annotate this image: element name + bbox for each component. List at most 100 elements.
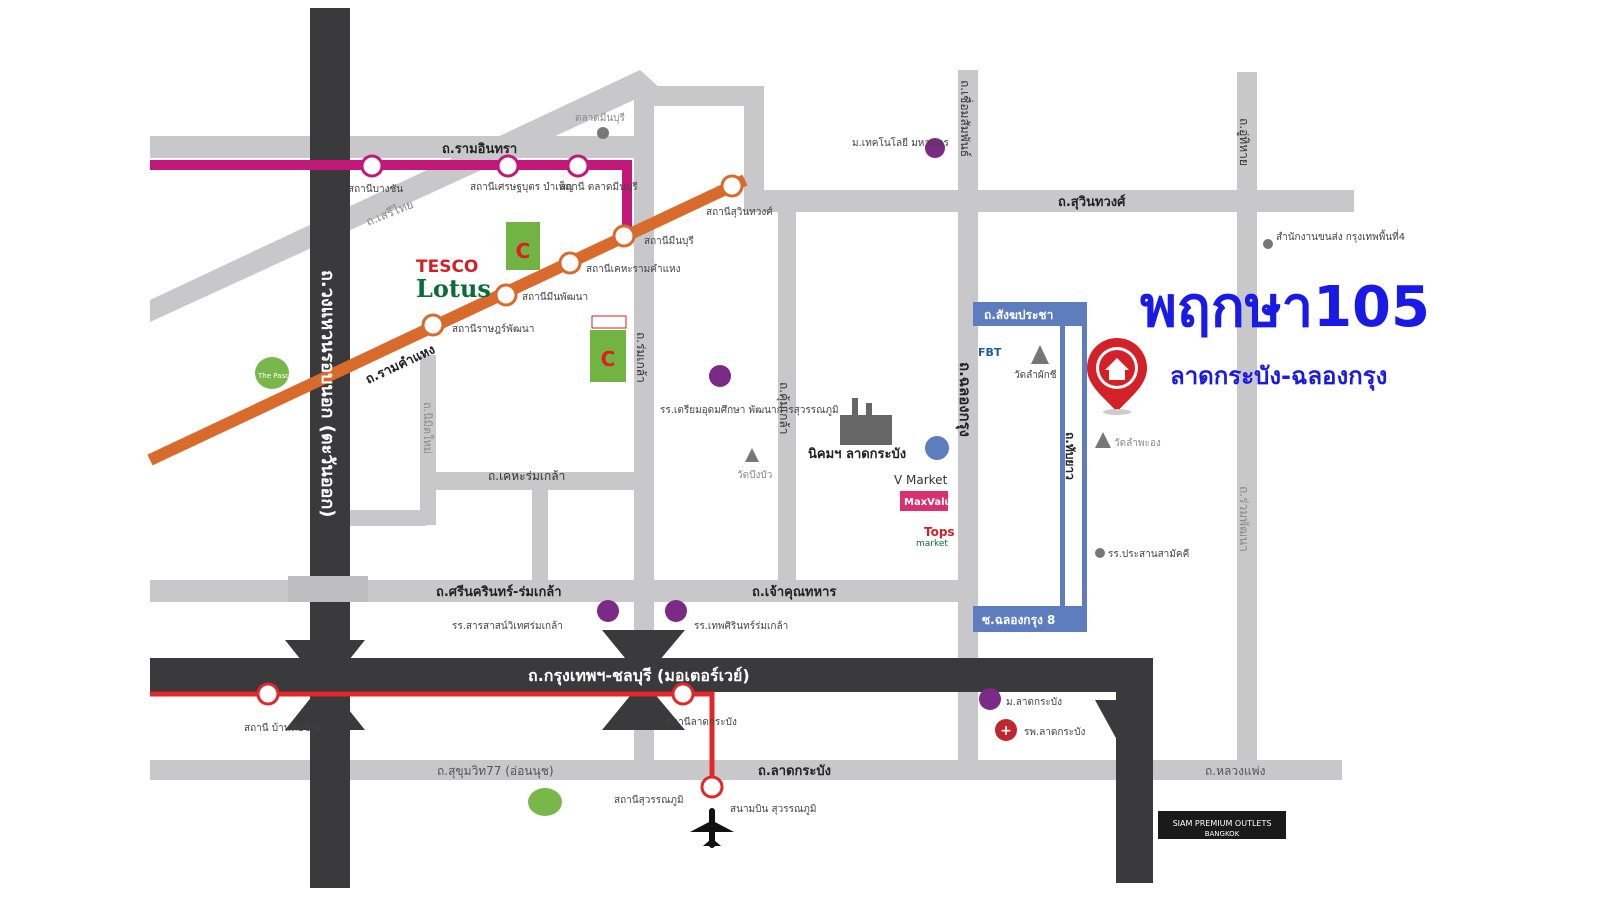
label-khumklao: ถ.คุ้มเกล้า xyxy=(776,382,791,434)
label-soi-chalong8: ซ.ฉลองกรุง 8 xyxy=(982,613,1055,628)
label-station-suwinthawong: สถานีสุวินทวงศ์ xyxy=(706,206,773,218)
label-station-rat-phatthana: สถานีราษฎร์พัฒนา xyxy=(452,323,534,335)
project-title: พฤกษา105 xyxy=(1140,275,1430,340)
dot-icon xyxy=(1095,548,1105,558)
label-sangkhaprachaa: ถ.สังฆประชา xyxy=(984,308,1053,322)
places: ตลาดมีนบุรี ม.เทคโนโลยี มหานคร TESCO Lot… xyxy=(255,112,1405,839)
label-ramintra: ถ.รามอินทรา xyxy=(442,142,517,157)
label-motorway: ถ.กรุงเทพฯ-ชลบุรี (มอเตอร์เวย์) xyxy=(528,666,750,686)
rail-lines xyxy=(147,160,748,790)
station-icon-setthabut xyxy=(496,154,520,178)
road-srinakarin-crossing xyxy=(288,576,368,602)
shopping-pin-icon xyxy=(925,436,949,460)
label-airport: สนามบิน สุวรรณภูมิ xyxy=(730,804,816,815)
label-station-keha: สถานีเคหะรามคำแหง xyxy=(586,263,681,275)
interchange-mid-b xyxy=(602,680,685,730)
label-talat-minburi-dot: ตลาดมีนบุรี xyxy=(575,112,626,124)
label-upatham: ถ.อู่ทิหาย xyxy=(1236,118,1251,166)
label-wat-small: วัดลำพะอง xyxy=(1114,438,1161,449)
label-nikom: นิคมฯ ลาดกระบัง xyxy=(808,447,906,462)
school-pin-icon xyxy=(709,365,731,387)
label-latkrabang: ถ.ลาดกระบัง xyxy=(758,764,831,779)
road-upatham xyxy=(1237,72,1257,762)
bigc-extra-logo xyxy=(591,315,627,329)
label-station-ban-thap-chang: สถานี บ้านทับช้าง xyxy=(244,722,321,734)
svg-text:C: C xyxy=(516,239,531,263)
label-mahanakorn: ม.เทคโนโลยี มหานคร xyxy=(852,136,950,149)
label-sukhumvit77: ถ.สุขุมวิท77 (อ่อนนุช) xyxy=(437,764,554,779)
road-ramintra xyxy=(150,136,640,158)
bigc-logo-icon: C xyxy=(506,222,540,270)
fbt-logo: FBT xyxy=(978,346,1002,359)
highway-motorway-down xyxy=(1116,658,1153,883)
station-icon-ban-thap-chang xyxy=(256,682,280,706)
label-nimit: ถ.นิมิตใหม่ xyxy=(421,402,434,454)
bigc-logo-icon: C xyxy=(590,330,626,382)
label-wat-bueng: วัดบึงบัว xyxy=(737,469,772,481)
highway-motorway xyxy=(150,658,1153,692)
airplane-icon xyxy=(690,808,734,848)
interchange-mid xyxy=(602,630,685,680)
station-labels: สถานีบางชัน สถานีเศรษฐบุตร บำเพ็ญ สถานี … xyxy=(244,179,816,815)
road-top-connector xyxy=(744,86,764,196)
highway-outer-ring xyxy=(310,8,350,888)
road-latkrabang xyxy=(150,760,1342,780)
highways xyxy=(150,8,1153,888)
school-pin-icon xyxy=(665,600,687,622)
label-chalongkrung: ถ.ฉลองกรุง xyxy=(955,362,974,437)
temple-icon xyxy=(1031,345,1049,364)
road-vertical-538 xyxy=(532,475,548,590)
red-line xyxy=(150,691,715,790)
maxvalu-logo xyxy=(900,491,948,511)
station-icon-bang-chan xyxy=(360,154,384,178)
label-chueam: ถ.เชื่อมสัมพันธ์ xyxy=(958,80,974,157)
label-pasco: The Pasco xyxy=(257,372,293,380)
label-srinakarin: ถ.ศรีนครินทร์-ร่มเกล้า xyxy=(436,584,562,600)
pink-line xyxy=(150,160,632,235)
local-roads xyxy=(150,70,1354,780)
project-pin-icon xyxy=(1087,338,1147,415)
label-keharomklao: ถ.เคหะร่มเกล้า xyxy=(488,469,565,483)
label-station-min-phatthana: สถานีมีนพัฒนา xyxy=(522,291,588,303)
label-siam-outlets-2: BANGKOK xyxy=(1205,830,1240,838)
label-outer-ring: ถ.วงแหวนรอบนอก (ตะวันออก) xyxy=(317,270,338,517)
road-nimit xyxy=(420,355,436,525)
station-icon-talat-minburi xyxy=(566,154,590,178)
road-sangkhaprachaa-band xyxy=(976,305,1060,323)
label-station-bang-chan: สถานีบางชัน xyxy=(348,183,403,195)
temple-icon xyxy=(745,448,759,462)
label-chaokhun: ถ.เจ้าคุณทหาร xyxy=(752,584,836,600)
label-station-setthabut: สถานีเศรษฐบุตร บำเพ็ญ xyxy=(470,179,574,193)
cross-icon: + xyxy=(1000,723,1012,739)
label-tabyao: ถ.ทับยาว xyxy=(1063,432,1077,480)
orange-line xyxy=(147,174,748,466)
pasco-logo-icon xyxy=(255,357,289,389)
label-office: สำนักงานขนส่ง กรุงเทพพื้นที่4 xyxy=(1276,229,1405,243)
pasco-logo-icon xyxy=(528,788,562,816)
label-station-suvarnabhumi: สถานีสุวรรณภูมิ xyxy=(614,794,684,806)
hospital-pin-icon xyxy=(995,719,1017,741)
label-luang-phaeng: ถ.หลวงแพ่ง xyxy=(1205,764,1265,778)
label-hospital: รพ.ลาดกระบัง xyxy=(1024,727,1086,738)
label-suwinthawong: ถ.สุวินทวงศ์ xyxy=(1058,194,1126,210)
road-left-l xyxy=(346,510,426,526)
tops-logo: Tops xyxy=(924,525,955,539)
university-pin-icon xyxy=(925,138,945,158)
factory-icon xyxy=(840,398,892,445)
road-suwinthawong xyxy=(744,190,1354,212)
label-uni-latkrabang: ม.ลาดกระบัง xyxy=(1006,697,1062,708)
temple-icon xyxy=(1095,432,1111,448)
label-tops-market: market xyxy=(916,539,948,549)
label-school-sarasas: รร.สารสาสน์วิเทศร่มเกล้า xyxy=(452,620,563,632)
tesco-logo: TESCO xyxy=(416,257,478,277)
road-minburi-top xyxy=(634,86,764,106)
station-icon-min-phatthana xyxy=(494,283,518,307)
station-icons xyxy=(256,154,744,799)
station-icon-keha xyxy=(558,251,582,275)
label-v-market: V Market xyxy=(894,473,948,487)
label-school-triam: รร.เตรียมอุดมศึกษา พัฒนาการสุวรรณภูมิ xyxy=(660,404,839,416)
label-station-lat-krabang: สถานีลาดกระบัง xyxy=(666,716,737,728)
road-chueam xyxy=(958,70,978,200)
dot-icon xyxy=(597,127,609,139)
label-station-minburi: สถานีมีนบุรี xyxy=(644,235,694,247)
